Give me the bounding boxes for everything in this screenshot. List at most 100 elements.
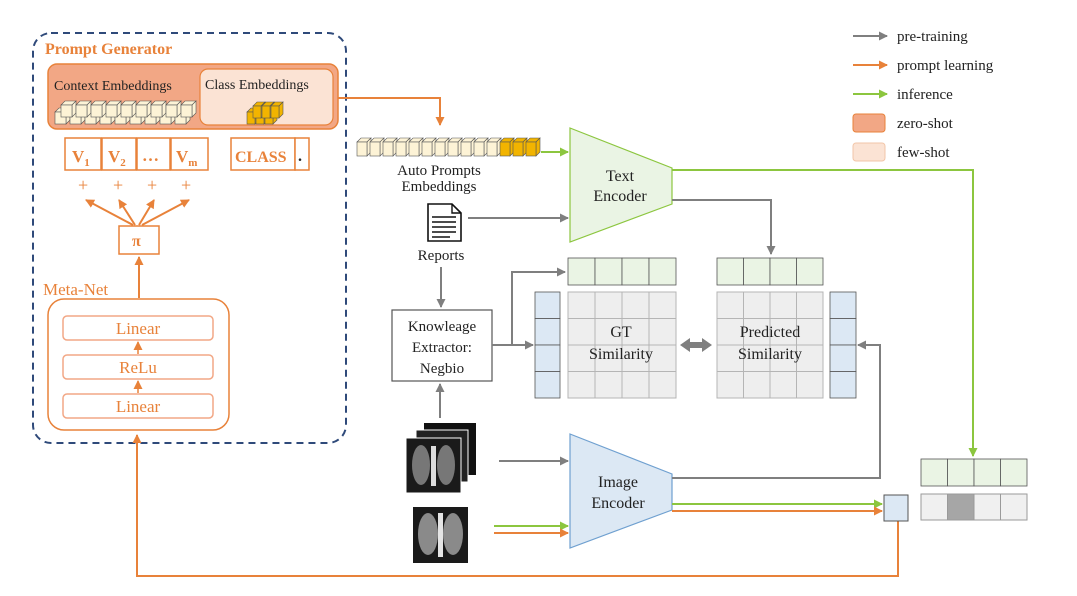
plus-sign: +: [181, 175, 191, 195]
gt-similarity-cell: [621, 318, 650, 346]
token-ellipsis-box: [136, 137, 171, 171]
image-feature-cell: [829, 291, 857, 319]
context-token: [180, 100, 197, 118]
image-feature-cell: [829, 318, 857, 346]
predicted-text-feature-row: [716, 257, 824, 286]
class-token-box: [230, 137, 296, 171]
label-feature-cell: [534, 344, 561, 372]
class-embeddings-label: Class Embeddings: [205, 78, 309, 93]
meta-net-title: Meta-Net: [43, 280, 108, 299]
knowledge-extractor-label: Negbio: [420, 361, 464, 377]
predicted-similarity-cell: [743, 371, 771, 399]
token-v2: V2: [108, 147, 126, 169]
meta-net-layer-label: Linear: [116, 319, 161, 338]
context-token: [120, 100, 137, 118]
predicted-similarity-cell: [743, 318, 771, 346]
context-token: [105, 100, 122, 118]
auto-prompt-token: [499, 137, 515, 157]
token-vm: Vm: [176, 147, 197, 169]
predicted-image-feature-column: [829, 291, 857, 399]
predicted-similarity-cell: [796, 344, 824, 372]
predicted-similarity-label: Predicted: [740, 324, 800, 341]
legend-swatch: [852, 142, 886, 162]
context-token: [60, 100, 77, 118]
inference-score-cell: [947, 493, 975, 521]
plus-sign: +: [113, 175, 123, 195]
context-token: [75, 100, 92, 118]
auto-prompt-token: [421, 137, 437, 157]
gt-similarity-cell: [648, 371, 677, 399]
document-icon: [427, 203, 462, 242]
context-token: [90, 100, 107, 118]
predicted-similarity-cell: [796, 371, 824, 399]
gt-similarity-cell: [648, 318, 677, 346]
inference-score-row: [920, 493, 1028, 521]
predicted-similarity-cell: [716, 344, 744, 372]
inference-score-cell: [920, 493, 948, 521]
image-feature-cell: [829, 344, 857, 372]
prompt-generator-title: Prompt Generator: [45, 41, 172, 58]
text-feature-cell: [567, 257, 596, 286]
text-feature-cell: [648, 257, 677, 286]
period-token-box: [294, 137, 310, 171]
context-token: [135, 100, 152, 118]
class-token: CLASS: [235, 149, 287, 166]
legend-label: inference: [897, 87, 953, 103]
knowledge-extractor-label: Extractor:: [412, 340, 472, 356]
text-encoder-label: Encoder: [593, 188, 647, 205]
pi-symbol: π: [132, 233, 141, 250]
image-encoder-label: Encoder: [591, 495, 645, 512]
gt-similarity-cell: [648, 344, 677, 372]
predicted-similarity-label: Similarity: [738, 346, 802, 363]
auto-prompt-token: [486, 137, 502, 157]
text-feature-cell: [716, 257, 744, 286]
auto-prompt-token: [434, 137, 450, 157]
pi-box: [118, 225, 160, 255]
token-ellipsis: …: [142, 146, 159, 165]
period-token: .: [298, 148, 302, 165]
text-encoder: [569, 127, 673, 243]
gt-similarity-cell: [594, 291, 623, 319]
context-embeddings-label: Context Embeddings: [54, 79, 172, 94]
auto-prompt-token: [356, 137, 372, 157]
token-v1-box: [64, 137, 102, 171]
xray-single-image: [413, 507, 468, 563]
inference-text-feature-cell: [920, 458, 948, 487]
gt-similarity-cell: [567, 371, 596, 399]
predicted-similarity-cell: [743, 291, 771, 319]
meta-net-layer-linear-bottom: [62, 393, 214, 419]
gt-similarity-cell: [648, 291, 677, 319]
auto-prompts-label: Embeddings: [402, 179, 477, 195]
text-feature-cell: [594, 257, 623, 286]
context-embedding-tokens: [54, 100, 197, 125]
context-token: [150, 100, 167, 118]
auto-prompt-token: [512, 137, 528, 157]
predicted-similarity-cell: [716, 291, 744, 319]
auto-prompt-tokens: [356, 137, 541, 157]
predicted-similarity-cell: [796, 291, 824, 319]
auto-prompt-token: [369, 137, 385, 157]
text-encoder-to-predicted-arrow: [672, 199, 776, 255]
image-encoder: [569, 433, 673, 549]
gt-similarity-cell: [594, 318, 623, 346]
gt-similarity-cell: [594, 371, 623, 399]
image-feature-to-meta-net-arrow: [132, 434, 899, 577]
image-feature-box: [883, 494, 909, 522]
auto-prompt-token: [473, 137, 489, 157]
auto-prompt-token: [408, 137, 424, 157]
auto-prompt-token: [460, 137, 476, 157]
auto-prompts-label: Auto Prompts: [397, 163, 481, 179]
legend-label: zero-shot: [897, 116, 954, 132]
xray-stack-image: [405, 423, 476, 494]
class-token-cube: [270, 101, 284, 119]
gt-similarity-cell: [621, 371, 650, 399]
context-token: [165, 100, 182, 118]
legend-label: pre-training: [897, 29, 968, 45]
image-encoder-label: Image: [598, 474, 638, 491]
label-feature-cell: [534, 318, 561, 346]
predicted-similarity-cell: [769, 291, 797, 319]
gt-similarity-cell: [567, 291, 596, 319]
label-feature-cell: [534, 371, 561, 399]
class-embeddings-box: [199, 68, 334, 126]
image-feature-cell: [829, 371, 857, 399]
